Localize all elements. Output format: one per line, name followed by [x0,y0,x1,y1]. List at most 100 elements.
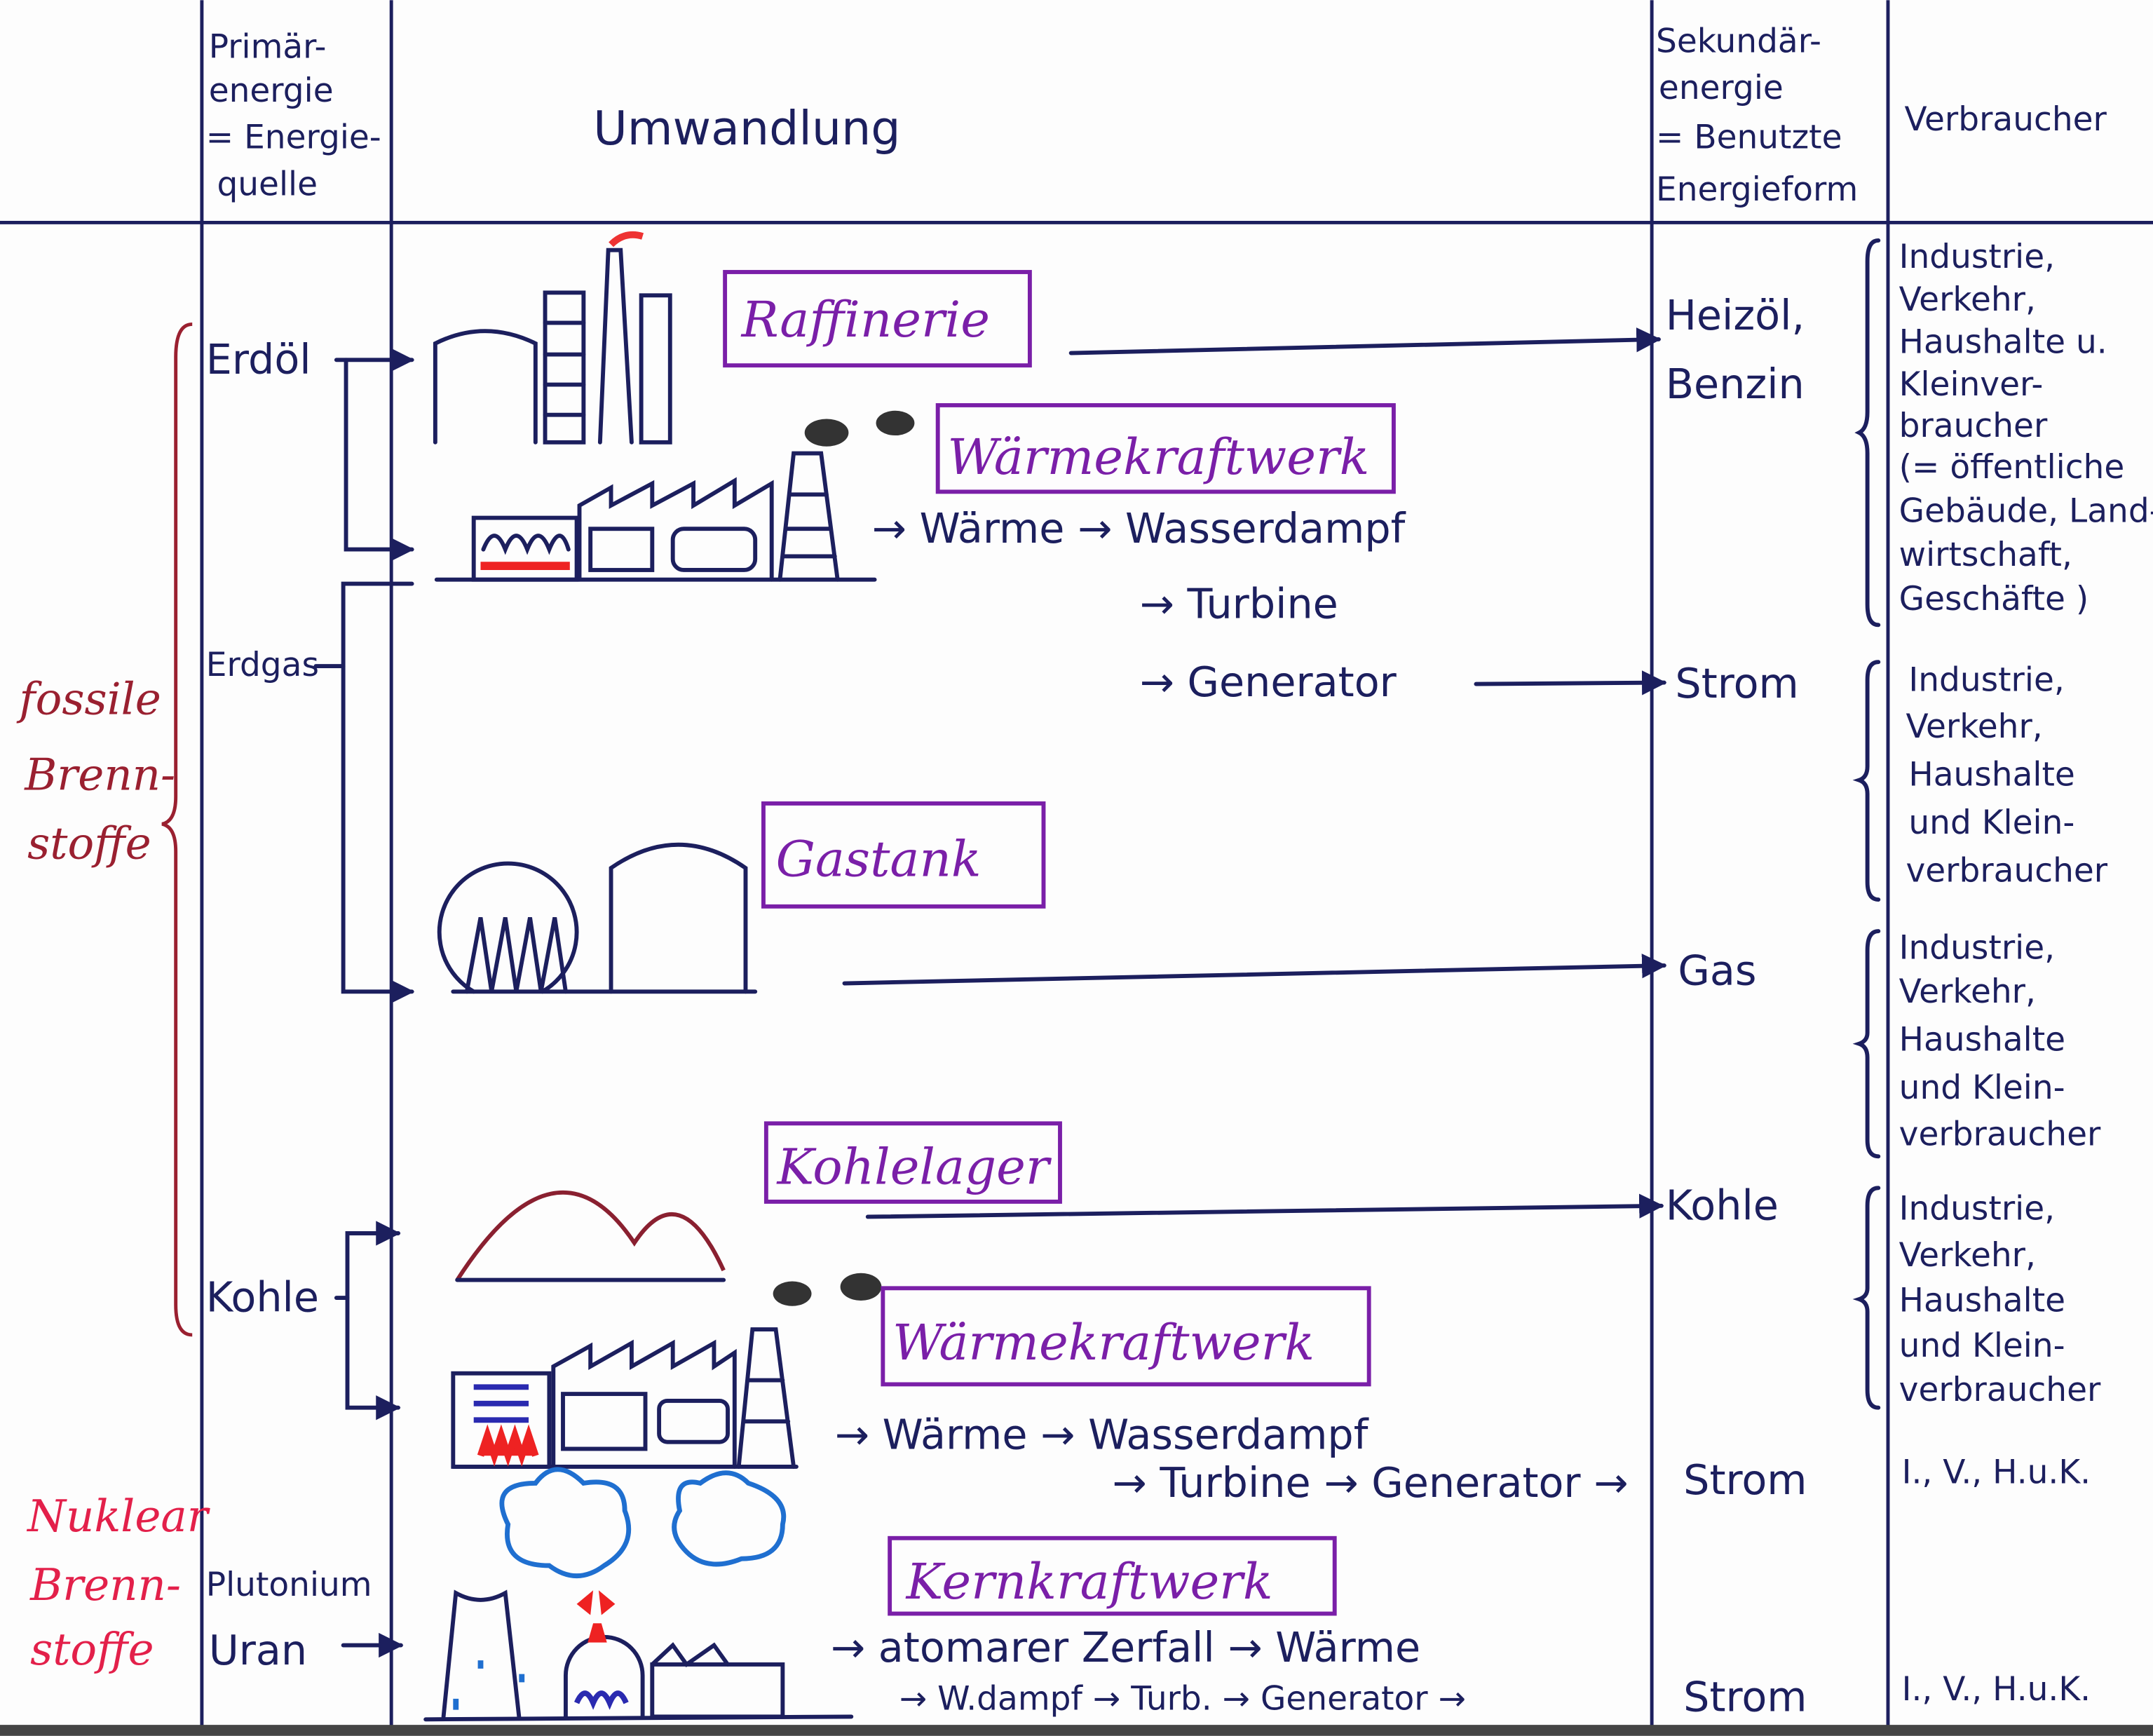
text-line: Industrie, [1899,1189,2055,1228]
text-line: Haushalte [1908,755,2074,794]
header-line: = Energie- [206,118,381,157]
output-power: Strom [1683,1456,1807,1504]
output-fuel-line: Heizöl, [1666,291,1805,339]
header-line: Primär- [209,27,327,66]
output-coal: Kohle [1666,1181,1779,1229]
plant-box-coalstore [763,1121,1062,1204]
text-line: und Klein- [1899,1327,2065,1365]
chain-step: → Wärme → Wasserdampf [835,1410,1369,1458]
header-consumer: Verbraucher [1905,100,2107,139]
group-label: Brenn- [29,1559,181,1610]
group-label: stoffe [30,1624,154,1675]
text-line: verbraucher [1899,1371,2101,1409]
text-line: braucher [1899,407,2048,445]
chain-step: → atomarer Zerfall → Wärme [831,1623,1420,1671]
header-secondary-energy: Sekundär- energie = Benutzte Energieform [1656,22,1858,210]
output-power: Strom [1683,1673,1807,1721]
plant-refinery: Raffinerie [740,291,990,348]
brace-icon [1852,660,1881,902]
text-line: verbraucher [1906,852,2107,890]
text-line: wirtschaft, [1899,536,2072,574]
plant-thermal-1: Wärmekraftwerk [947,428,1369,486]
consumer-list-fuel: Industrie, Verkehr, Haushalte u. Kleinve… [1854,238,2153,628]
consumer-abbrev: I., V., H.u.K. [1902,1453,2091,1491]
cloud-icon [499,1467,632,1579]
output-power: Strom [1675,659,1798,707]
source-coal: Kohle [206,1273,319,1322]
plant-box-nuclear [888,1535,1337,1616]
group-label: stoffe [27,818,151,869]
plant-box-thermal-2 [881,1286,1371,1387]
brace-icon [161,322,193,1337]
chain-step: → Generator [1140,658,1397,706]
brace-icon [1854,238,1881,628]
refinery-drawing [433,231,672,445]
nuclear-plant-drawing [423,1467,854,1722]
group-label: Nuklear [26,1491,211,1542]
gas-tank-drawing [437,842,758,994]
header-line: = Benutzte [1656,118,1842,157]
header-primary-energy: Primär- energie = Energie- quelle [206,27,381,203]
text-line: Haushalte [1899,1282,2065,1320]
plant-gastank: Gastank [776,831,982,888]
radiation-icon [576,1590,616,1643]
consumer-abbrev: I., V., H.u.K. [1902,1670,2091,1709]
chain-step: → W.dampf → Turb. → Generator → [899,1680,1466,1718]
smoke-icon [840,1273,882,1301]
text-line: Geschäfte ) [1899,580,2089,618]
header-line: Energieform [1656,170,1858,209]
text-line: Verkehr, [1899,280,2036,319]
text-line: Verkehr, [1906,707,2042,746]
text-line: und Klein- [1899,1069,2065,1107]
flow-arrows [842,327,1667,1219]
chain-step: → Turbine → Generator → [1112,1458,1628,1507]
text-line: Gebäude, Land- [1899,491,2153,530]
coal-heap-drawing [455,1191,726,1282]
text-line: Industrie, [1899,238,2055,276]
source-uranium: Uran [209,1626,307,1674]
text-line: verbraucher [1899,1115,2101,1154]
source-plutonium: Plutonium [206,1566,372,1604]
plant-box-refinery [723,270,1032,368]
smoke-icon [773,1281,812,1306]
text-line: Kleinver- [1899,365,2044,404]
plant-box-gastank [761,801,1046,909]
brace-icon [1852,1186,1881,1410]
header-conversion: Umwandlung [593,101,900,156]
group-label: fossile [16,674,161,725]
group-nuclear-fuels: Nuklear Brenn- stoffe [26,1491,211,1675]
smoke-icon [876,410,915,436]
text-line: Industrie, [1899,928,2055,967]
thermal-plant-drawing [434,410,915,582]
chain-step: → Turbine [1140,580,1338,628]
text-line: Verkehr, [1899,1236,2036,1275]
source-oil: Erdöl [206,335,311,384]
group-label: Brenn- [24,749,175,800]
text-line: Verkehr, [1899,972,2036,1011]
header-line: energie [209,72,334,110]
header-line: quelle [217,165,318,203]
chain-step: → Wärme → Wasserdampf [872,504,1406,552]
source-connectors [313,347,415,1658]
smoke-icon [804,419,849,447]
plant-box-thermal-1 [935,403,1396,494]
source-gas: Erdgas [206,646,319,684]
output-fuel-line: Benzin [1666,360,1805,408]
text-line: Haushalte [1899,1020,2065,1059]
consumer-list-gas: Industrie, Verkehr, Haushalte und Klein-… [1852,928,2101,1159]
brace-icon [1852,929,1881,1159]
plant-thermal-2: Wärmekraftwerk [892,1314,1315,1371]
text-line: (= öffentliche [1899,448,2125,487]
header-line: energie [1659,69,1784,107]
text-line: Haushalte u. [1899,323,2107,362]
text-line: und Klein- [1908,803,2074,842]
plant-nuclear: Kernkraftwerk [905,1553,1273,1610]
header-line: Sekundär- [1656,22,1821,61]
group-fossil-fuels: fossile Brenn- stoffe [16,322,193,1337]
thermal-plant-2-drawing [451,1273,882,1469]
output-gas: Gas [1678,946,1756,994]
cloud-icon [672,1470,787,1567]
consumer-list-power: Industrie, Verkehr, Haushalte und Klein-… [1852,660,2108,902]
